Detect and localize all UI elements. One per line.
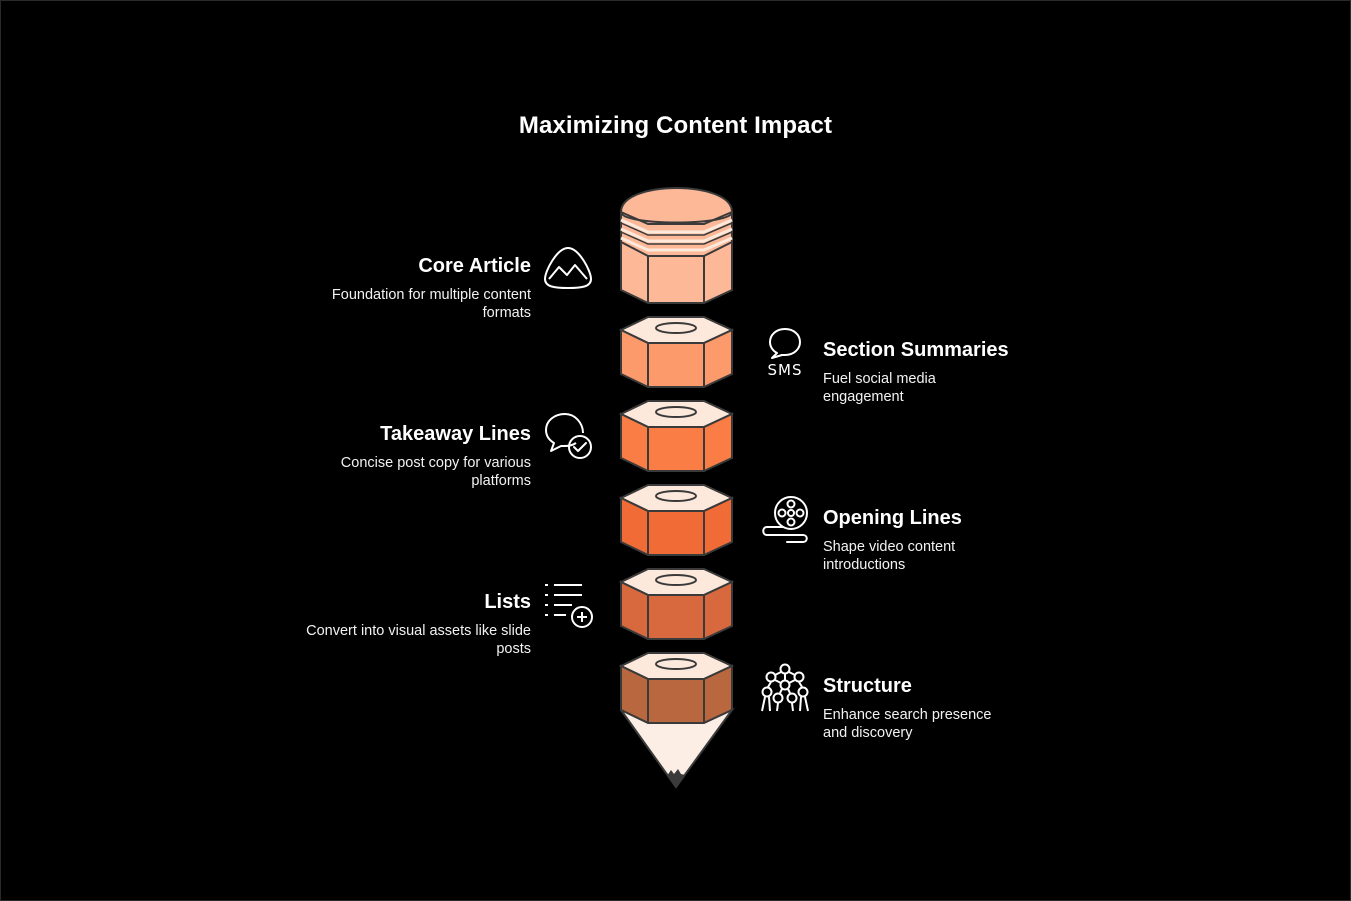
item-opening-lines: Opening Lines Shape video content introd… xyxy=(823,506,1053,574)
item-heading: Structure xyxy=(823,675,912,697)
item-takeaway-lines: Takeaway Lines Concise post copy for var… xyxy=(291,422,531,490)
item-heading: Core Article xyxy=(418,255,531,277)
item-core-article: Core Article Foundation for multiple con… xyxy=(291,254,531,322)
item-heading: Takeaway Lines xyxy=(380,423,531,445)
segment-section-summaries xyxy=(618,316,735,388)
segment-lists xyxy=(618,568,735,640)
film-reel-icon xyxy=(762,496,808,543)
item-description: Foundation for multiple content formats xyxy=(331,287,531,321)
page-title: Maximizing Content Impact xyxy=(518,112,833,139)
mountain-icon xyxy=(543,246,593,290)
item-lists: Lists Convert into visual assets like sl… xyxy=(291,590,531,658)
atomium-icon xyxy=(761,663,809,712)
item-description: Concise post copy for various platforms xyxy=(340,455,531,489)
item-description: Convert into visual assets like slide po… xyxy=(306,623,531,657)
pencil-tip xyxy=(620,707,736,789)
sms-chat-icon: SMS xyxy=(768,328,803,378)
item-heading: Lists xyxy=(484,591,531,613)
item-section-summaries: Section Summaries Fuel social media enga… xyxy=(823,338,1053,406)
segment-opening-lines xyxy=(618,484,735,556)
item-description: Enhance search presence and discovery xyxy=(823,707,992,741)
chat-check-icon xyxy=(545,413,592,459)
list-add-icon xyxy=(545,584,593,628)
item-description: Fuel social media engagement xyxy=(823,371,936,405)
item-heading: Section Summaries xyxy=(823,339,1009,361)
segment-core-article xyxy=(619,187,734,304)
segment-takeaway-lines xyxy=(618,400,735,472)
svg-text:SMS: SMS xyxy=(768,361,803,378)
item-description: Shape video content introductions xyxy=(823,539,956,573)
item-heading: Opening Lines xyxy=(823,507,962,529)
segment-structure xyxy=(618,652,735,724)
item-structure: Structure Enhance search presence and di… xyxy=(823,674,1053,742)
